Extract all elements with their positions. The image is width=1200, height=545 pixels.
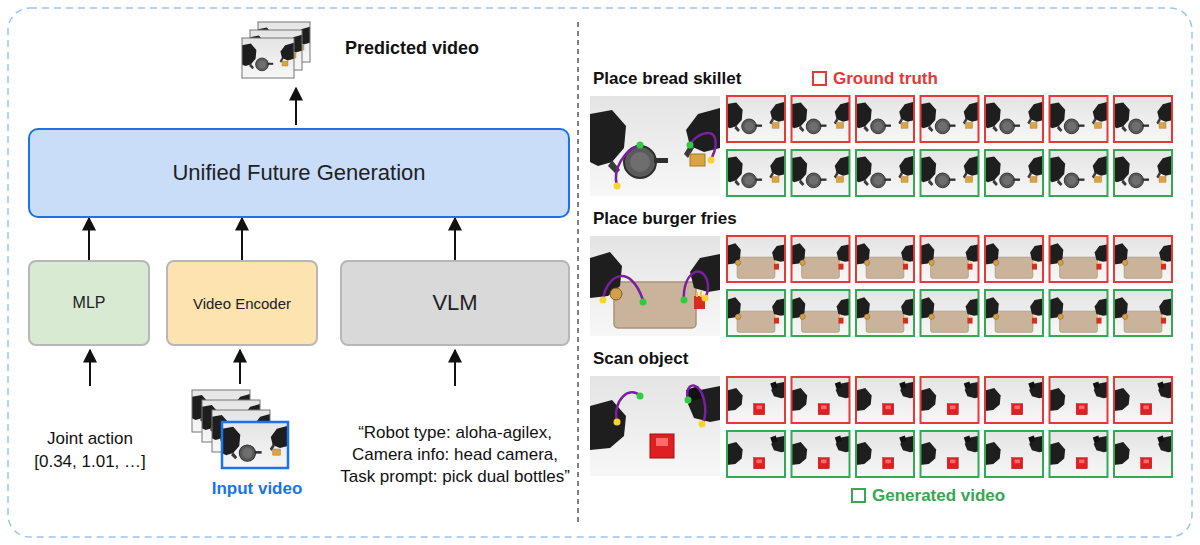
outer-panel [8, 8, 1192, 537]
predicted-video-icon [242, 22, 310, 78]
legend-swatch [812, 71, 827, 86]
generated-frames [726, 150, 1173, 196]
mlp-box: MLP [28, 260, 150, 346]
legend-text: Generated video [872, 485, 1005, 506]
generated-frames [726, 431, 1173, 477]
input-value: [0.34, 1.01, …] [34, 451, 146, 472]
process-box: Unified Future Generation [28, 128, 570, 218]
task-title: Place burger fries [593, 208, 737, 229]
input-arrow [89, 350, 91, 386]
input-arrow [454, 350, 456, 386]
task-scene [590, 236, 720, 336]
legend-swatch [851, 488, 866, 503]
flow-arrow [88, 218, 90, 260]
box-label: VLM [432, 290, 477, 316]
input-caption: Input video [212, 478, 303, 499]
input-caption: Joint action [47, 428, 133, 449]
task-title: Scan object [593, 348, 688, 369]
divider [577, 22, 579, 525]
encoder-box: Video Encoder [166, 260, 318, 346]
input-arrow [239, 350, 241, 384]
output-caption: Predicted video [345, 37, 479, 60]
output-arrow [295, 88, 297, 125]
input-video-icon [192, 389, 288, 471]
prompt-text: “Robot type: aloha-agilex, Camera info: … [339, 422, 571, 488]
task-scene [590, 96, 720, 196]
generated-frames [726, 290, 1173, 336]
task-scene [590, 376, 720, 476]
box-label: MLP [73, 294, 106, 312]
ground-truth-frames [726, 377, 1173, 423]
task-title: Place bread skillet [593, 68, 741, 89]
vlm-box: VLM [340, 260, 570, 346]
box-label: Video Encoder [193, 295, 291, 312]
ground-truth-frames [726, 96, 1173, 142]
box-label: Unified Future Generation [172, 160, 425, 186]
legend-text: Ground truth [833, 68, 938, 89]
flow-arrow [241, 218, 243, 260]
flow-arrow [454, 218, 456, 260]
ground-truth-frames [726, 236, 1173, 282]
